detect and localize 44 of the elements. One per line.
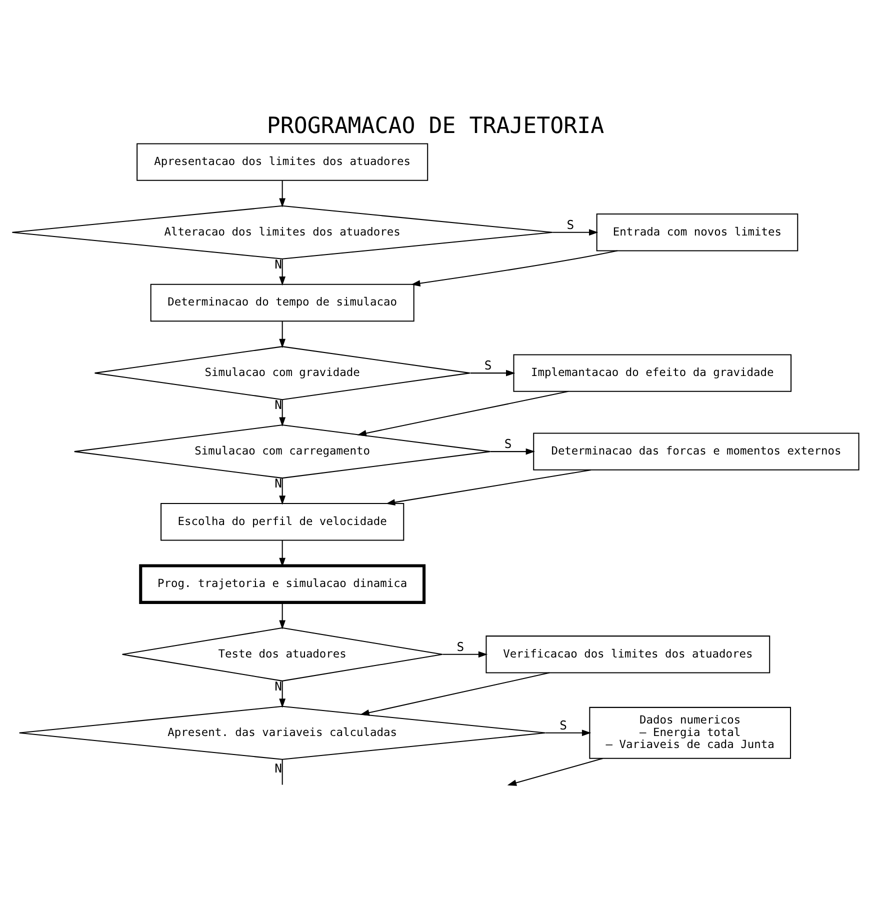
arrow (552, 229, 598, 236)
edge-label: S (560, 718, 568, 732)
arrow (279, 321, 286, 348)
edge-label: S (504, 437, 512, 452)
edge-label: N (274, 398, 282, 412)
arrow (357, 390, 569, 436)
arrow (507, 758, 603, 786)
arrow (546, 730, 592, 736)
edge-label: N (274, 476, 282, 491)
edge-label: N (274, 257, 282, 272)
edge-label: N (274, 762, 282, 776)
node-box: Prog. trajetoria e simulacao dinamica (139, 564, 426, 604)
edge-label: N (274, 679, 282, 694)
arrow (279, 602, 286, 630)
arrow (279, 478, 286, 505)
node-box: Determinacao das forcas e momentos externos (533, 432, 860, 470)
node-box: Determinacao do tempo de simulacao (150, 284, 414, 322)
arrow (279, 259, 286, 286)
arrow (279, 681, 286, 708)
node-box: Verificacao dos limites dos atuadores (486, 636, 770, 674)
edge-label: S (484, 358, 492, 373)
node-box: Escolha do perfil de velocidade (160, 503, 404, 541)
node-diamond: Simulacao com carregamento (74, 424, 491, 479)
node-diamond: Simulacao com gravidade (94, 346, 470, 400)
arrow (386, 469, 592, 506)
arrow (442, 651, 488, 658)
edge-label: S (566, 218, 574, 232)
node-diamond: Teste dos atuadores (122, 627, 443, 682)
node-box: Dados numericos – Energia total – Variaveis de cada Junta (589, 706, 792, 759)
node-box: Implemantacao do efeito da gravidade (513, 354, 792, 392)
diagram-title: PROGRAMACAO DE TRAJETORIA (266, 113, 604, 140)
arrow (490, 448, 536, 455)
node-box: Apresentacao dos limites dos atuadores (136, 143, 428, 181)
arrow (411, 250, 618, 286)
node-diamond: Alteracao dos limites dos atuadores (12, 205, 553, 260)
edge-label: S (456, 640, 464, 654)
arrow (470, 370, 516, 376)
arrow (279, 180, 286, 208)
arrow (279, 540, 286, 568)
connector (282, 759, 283, 785)
arrow (279, 400, 286, 426)
arrow (360, 672, 550, 716)
node-diamond: Apresent. das variaveis calculadas (18, 706, 546, 760)
node-box: Entrada com novos limites (596, 214, 798, 252)
